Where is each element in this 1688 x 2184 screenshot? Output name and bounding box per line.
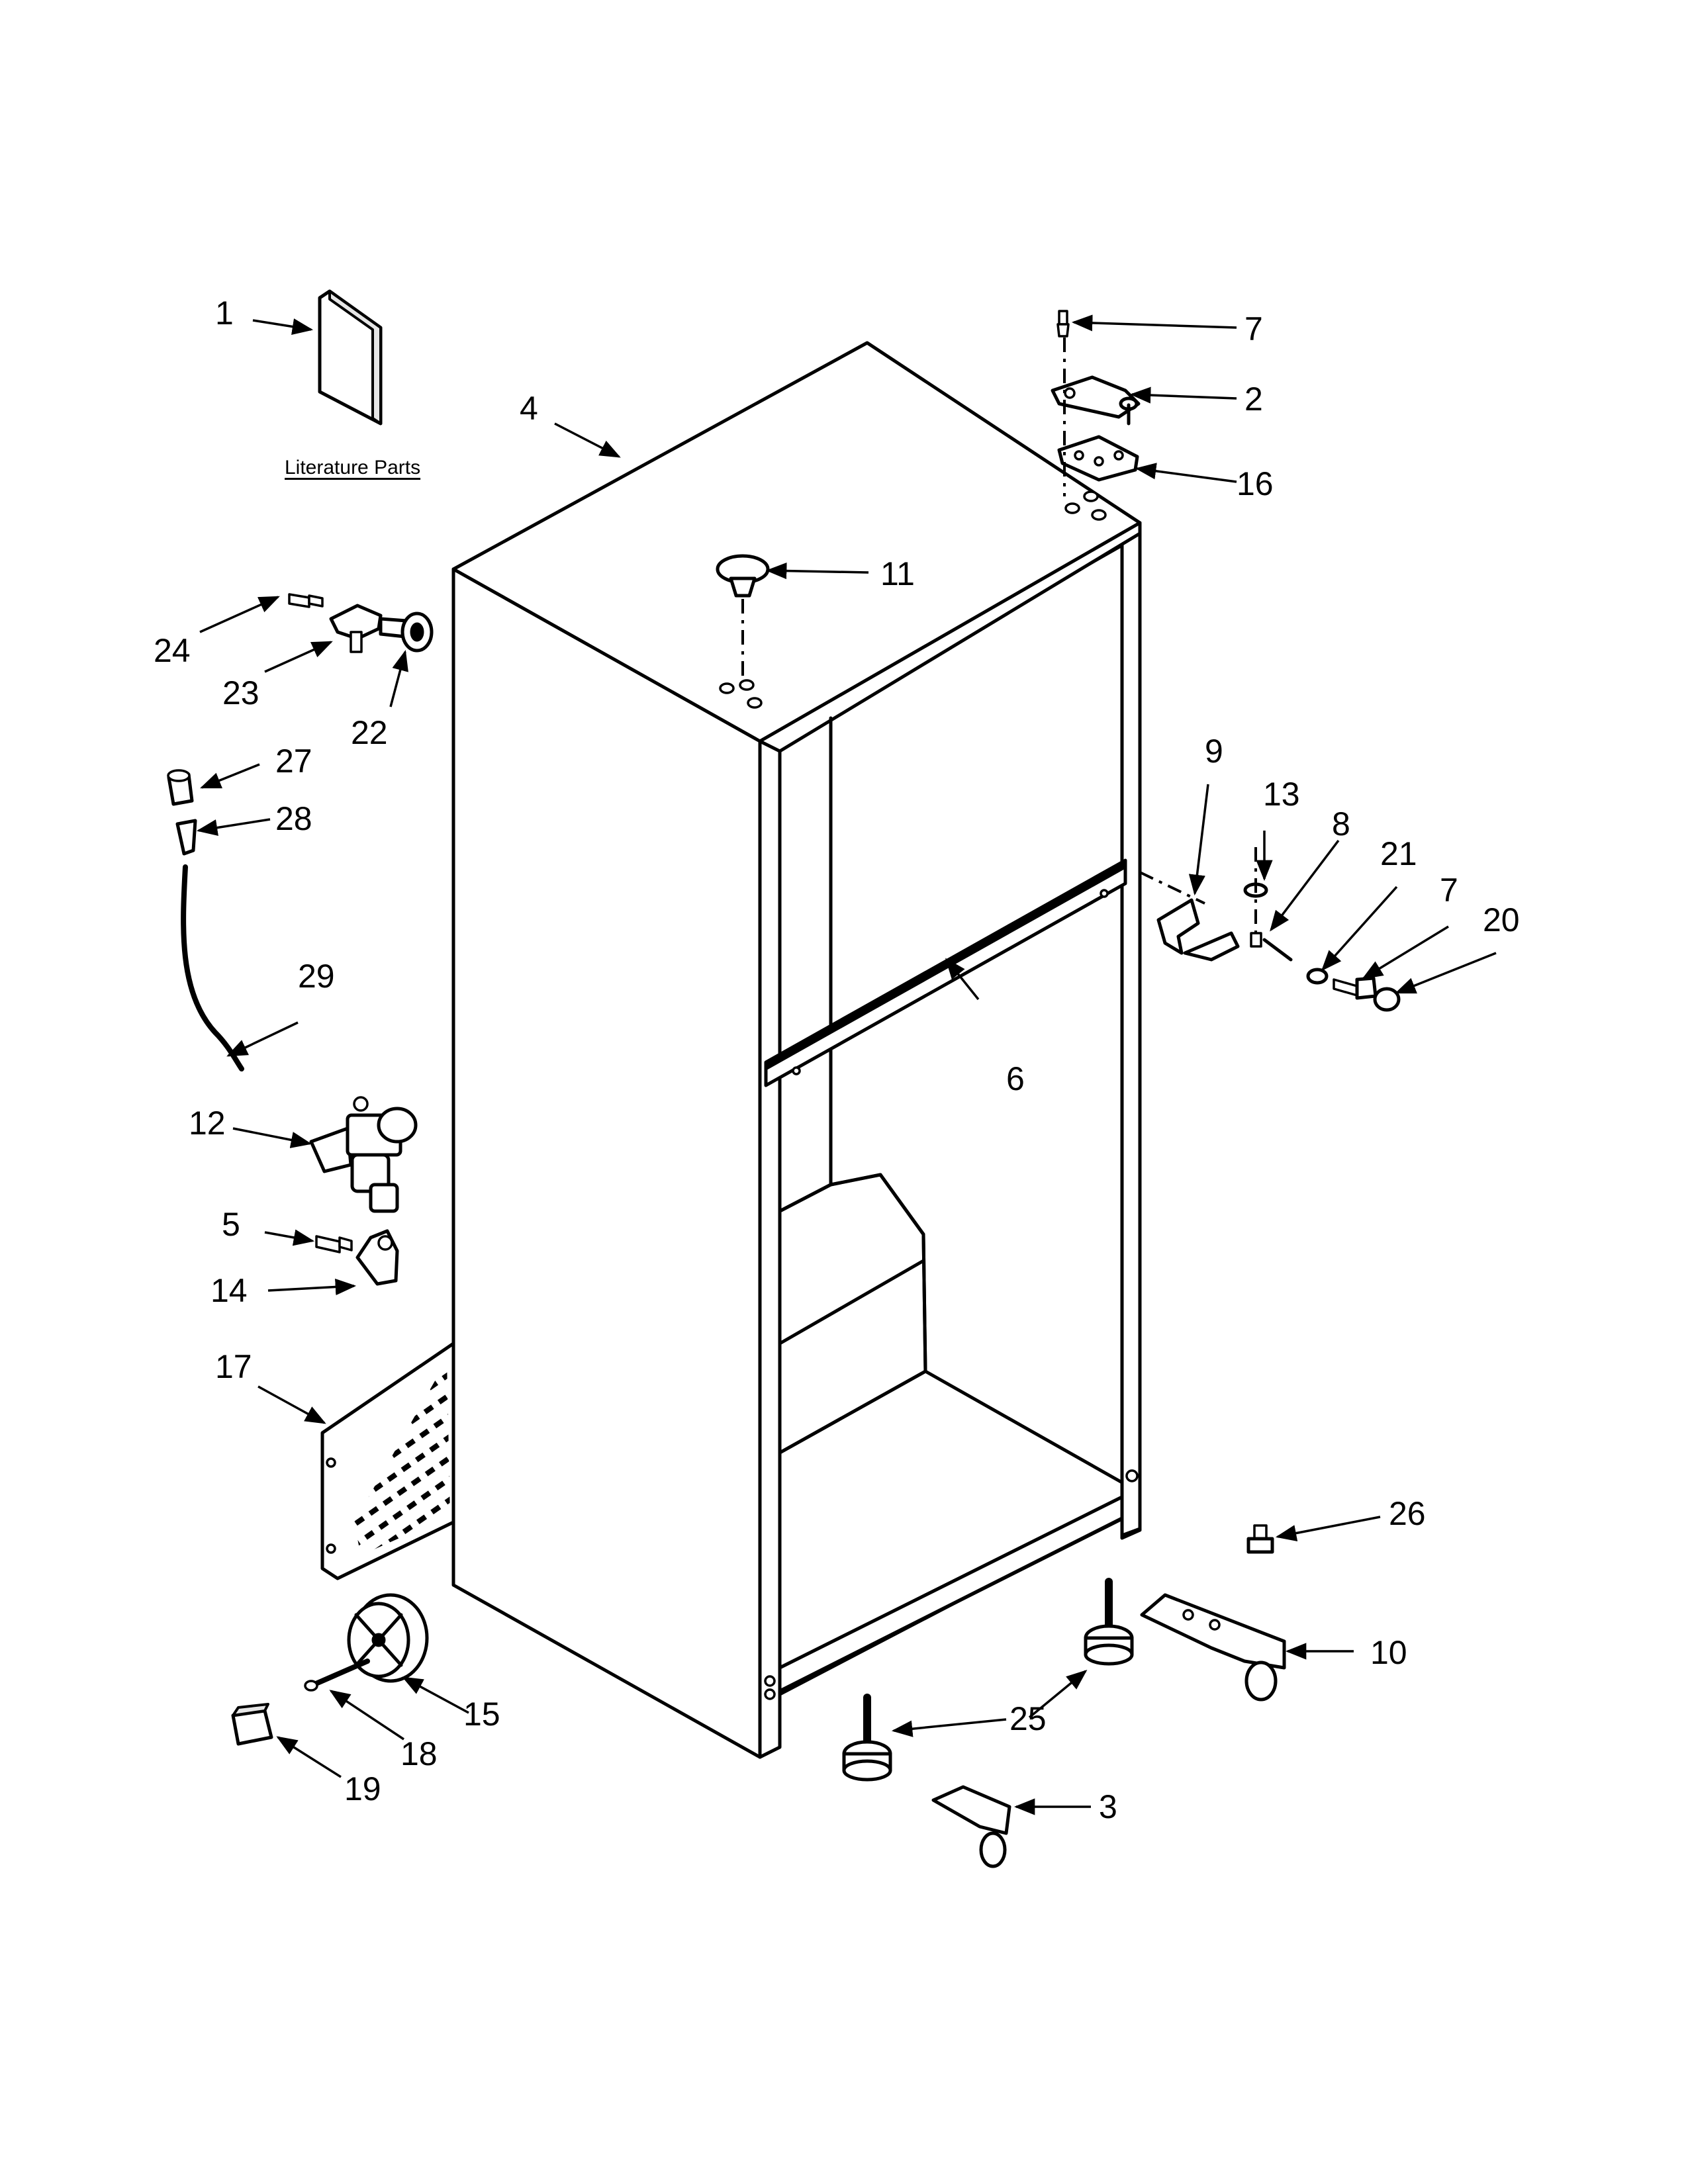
center-hinge-assembly: [1139, 847, 1401, 1012]
callout-17: 17: [215, 1348, 252, 1385]
callout-20: 20: [1483, 901, 1520, 938]
callout-2: 2: [1244, 381, 1263, 418]
callout-26: 26: [1389, 1495, 1426, 1532]
callout-7-mid: 7: [1440, 872, 1458, 909]
callout-19: 19: [344, 1770, 381, 1807]
tube-fittings: [167, 769, 244, 1071]
literature-parts-label: Literature Parts: [285, 457, 421, 478]
callout-11: 11: [880, 555, 915, 592]
callout-1: 1: [215, 295, 234, 332]
leveling-leg-front: [842, 1694, 892, 1782]
rear-access-panel: [320, 1342, 455, 1580]
callout-28: 28: [275, 800, 312, 837]
callout-5: 5: [222, 1206, 240, 1243]
callout-16: 16: [1237, 465, 1274, 502]
callout-9: 9: [1205, 733, 1223, 770]
callout-23: 23: [222, 674, 259, 711]
screw-and-clamp: [315, 1229, 399, 1286]
upper-hinge-assembly: [1051, 310, 1141, 496]
leveling-leg-rear: [1084, 1578, 1134, 1666]
callout-12: 12: [189, 1105, 226, 1142]
callout-22: 22: [351, 714, 388, 751]
callout-4: 4: [520, 390, 538, 427]
callout-14: 14: [211, 1272, 248, 1309]
callout-3: 3: [1099, 1788, 1117, 1825]
callout-7-top: 7: [1244, 310, 1263, 347]
callout-10: 10: [1370, 1634, 1407, 1671]
roller-wheel: [347, 1593, 429, 1683]
callout-21: 21: [1380, 835, 1417, 872]
callout-24: 24: [154, 632, 191, 669]
literature-booklet: [318, 289, 383, 426]
callout-25: 25: [1009, 1700, 1047, 1737]
screw-26: [1246, 1524, 1274, 1554]
rear-roller: [931, 1785, 1011, 1868]
callout-13: 13: [1263, 776, 1300, 813]
callout-6: 6: [1006, 1060, 1025, 1097]
water-valve: [309, 1096, 418, 1213]
callout-18: 18: [400, 1735, 438, 1772]
axle-pin: [304, 1659, 370, 1692]
water-inlet-assembly: [288, 593, 434, 653]
callout-15: 15: [463, 1696, 500, 1733]
foot-cap: [231, 1703, 273, 1746]
callout-leaders: [196, 314, 1497, 1815]
callout-27: 27: [275, 743, 312, 780]
refrigerator-cabinet: [451, 341, 1142, 1759]
callout-8: 8: [1332, 805, 1350, 842]
front-roller-bracket: [1140, 1593, 1286, 1702]
callout-29: 29: [298, 958, 335, 995]
